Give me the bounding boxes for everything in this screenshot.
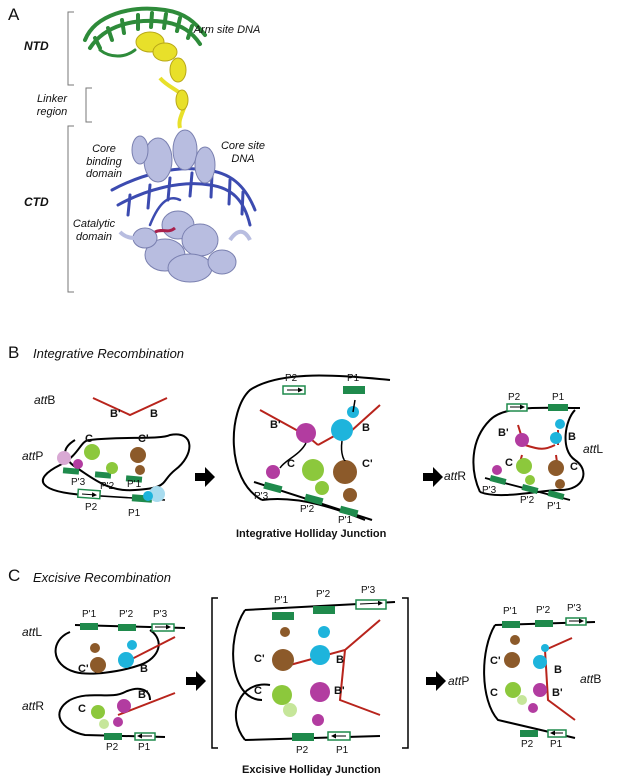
attB-site bbox=[92, 397, 168, 417]
ntd-label: NTD bbox=[24, 39, 49, 53]
protein-structure bbox=[83, 6, 257, 283]
arrows bbox=[186, 467, 446, 691]
label-b: B bbox=[150, 408, 158, 420]
r-label-bprime: B' bbox=[498, 427, 509, 439]
label-p2: P2 bbox=[85, 502, 98, 513]
c-label-pp3: P'3 bbox=[153, 609, 168, 620]
panel-label-a: A bbox=[8, 5, 20, 24]
catalytic-label: Catalytic domain bbox=[72, 218, 116, 243]
ctd-label: CTD bbox=[24, 195, 49, 209]
e-label-pp3: P'3 bbox=[361, 585, 376, 596]
integrative-title: Integrative Recombination bbox=[33, 346, 185, 361]
c-label-b: B bbox=[140, 663, 148, 675]
attB-label-c: attB bbox=[580, 672, 602, 686]
r-label-b: B bbox=[568, 431, 576, 443]
arrow-b1 bbox=[195, 467, 215, 487]
excisive-title: Excisive Recombination bbox=[33, 570, 172, 585]
attL-attR-left bbox=[54, 623, 186, 741]
e-label-b: B bbox=[336, 654, 344, 666]
arrow-b2 bbox=[423, 467, 443, 487]
hj-label-cprime: C' bbox=[362, 458, 373, 470]
c-label-pp2: P'2 bbox=[119, 609, 134, 620]
r2-label-p2: P2 bbox=[521, 739, 534, 750]
linker-label: Linker region bbox=[36, 93, 68, 118]
r-label-pp2: P'2 bbox=[520, 495, 535, 506]
c-label-cprime: C' bbox=[78, 663, 89, 675]
label-pp3: P'3 bbox=[71, 477, 86, 488]
core-site-label: Core site DNA bbox=[220, 140, 266, 165]
label-pp2: P'2 bbox=[100, 481, 115, 492]
arrow-c2 bbox=[426, 671, 446, 691]
hj-label-pp3: P'3 bbox=[254, 491, 269, 502]
attL-label-c: attL bbox=[22, 625, 43, 639]
attP-attB-right bbox=[483, 617, 596, 739]
hj-label-pp2: P'2 bbox=[300, 504, 315, 515]
panel-label-c: C bbox=[8, 566, 21, 585]
e-label-pp2: P'2 bbox=[316, 589, 331, 600]
hj-label-p1: P1 bbox=[347, 373, 360, 384]
r2-label-c: C bbox=[490, 687, 498, 699]
r2-label-pp3: P'3 bbox=[567, 603, 582, 614]
hj-label-b: B bbox=[362, 422, 370, 434]
hj-label-c: C bbox=[287, 458, 295, 470]
arm-site-dna-helix bbox=[83, 6, 207, 58]
r-label-c: C bbox=[505, 457, 513, 469]
c-label-bprime: B' bbox=[138, 689, 149, 701]
integrative-holliday-junction bbox=[232, 374, 391, 521]
r-label-pp1: P'1 bbox=[547, 501, 562, 512]
core-site-dna-helix bbox=[110, 167, 257, 227]
attB-label: attB bbox=[34, 393, 56, 407]
catalytic-site bbox=[154, 226, 176, 234]
label-pp1: P'1 bbox=[127, 479, 142, 490]
c-label-p1: P1 bbox=[138, 742, 151, 753]
r-label-p2: P2 bbox=[508, 392, 521, 403]
r-label-pp3: P'3 bbox=[482, 485, 497, 496]
attP-left bbox=[41, 433, 191, 503]
c-label-pp1: P'1 bbox=[82, 609, 97, 620]
e-label-pp1: P'1 bbox=[274, 595, 289, 606]
r2-label-b: B bbox=[554, 664, 562, 676]
integrative-caption: Integrative Holliday Junction bbox=[236, 528, 387, 540]
panel-label-b: B bbox=[8, 343, 20, 362]
r2-label-pp2: P'2 bbox=[536, 605, 551, 616]
r2-label-bprime: B' bbox=[552, 687, 563, 699]
attR-label: attR bbox=[444, 469, 467, 483]
c-label-c: C bbox=[78, 703, 86, 715]
attP-label: attP bbox=[22, 449, 44, 463]
attR-label-c: attR bbox=[22, 699, 45, 713]
arrow-c1 bbox=[186, 671, 206, 691]
label-c: C bbox=[85, 433, 93, 445]
r-label-cprime: C' bbox=[570, 461, 581, 473]
attR-attL bbox=[472, 403, 585, 501]
attP-label-c: attP bbox=[448, 674, 470, 688]
r2-label-p1: P1 bbox=[550, 739, 563, 750]
core-binding-label: Core binding domain bbox=[85, 143, 123, 181]
hj-label-pp1: P'1 bbox=[338, 515, 353, 526]
r-label-p1: P1 bbox=[552, 392, 565, 403]
label-p1: P1 bbox=[128, 508, 141, 519]
e-label-cprime: C' bbox=[254, 653, 265, 665]
e-label-c: C bbox=[254, 685, 262, 697]
label-bprime: B' bbox=[110, 408, 121, 420]
label-cprime: C' bbox=[138, 433, 149, 445]
domain-brackets bbox=[67, 11, 92, 293]
r2-label-cprime: C' bbox=[490, 655, 501, 667]
ctd-protein bbox=[118, 129, 252, 283]
e-label-bprime: B' bbox=[334, 685, 345, 697]
excisive-caption: Excisive Holliday Junction bbox=[242, 764, 381, 776]
arm-site-label: Arm site DNA bbox=[193, 24, 261, 36]
r2-label-pp1: P'1 bbox=[503, 606, 518, 617]
excisive-holliday-junction bbox=[211, 597, 409, 749]
ntd-helices bbox=[135, 31, 189, 129]
hj-label-bprime: B' bbox=[270, 419, 281, 431]
e-label-p1: P1 bbox=[336, 745, 349, 756]
e-label-p2: P2 bbox=[296, 745, 309, 756]
c-label-p2: P2 bbox=[106, 742, 119, 753]
attL-label: attL bbox=[583, 442, 604, 456]
hj-label-p2: P2 bbox=[285, 373, 298, 384]
